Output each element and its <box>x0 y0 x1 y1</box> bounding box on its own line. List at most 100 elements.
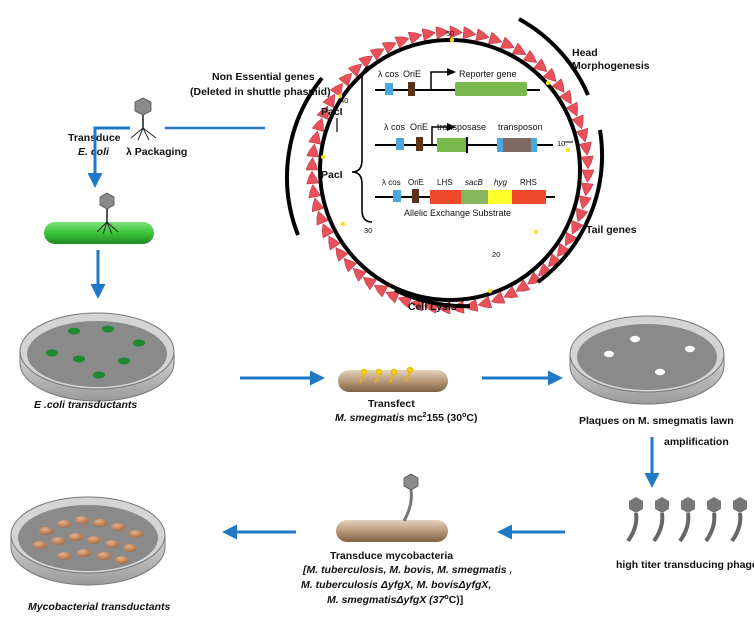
myco-colony <box>115 556 129 564</box>
gene-arrow <box>542 67 557 82</box>
gene-arrow <box>487 31 503 44</box>
gene-arrow <box>347 63 362 78</box>
gene-arrow <box>335 247 349 262</box>
gene-arrow <box>522 49 538 63</box>
gene-arrow <box>565 101 579 117</box>
tail-bracket <box>536 129 604 284</box>
lysis-bracket <box>394 288 471 309</box>
gene-arrow <box>551 78 565 93</box>
arrow-to-ecoli <box>87 126 130 188</box>
gene-arrow <box>311 197 325 213</box>
cassette-allelic-exchange: λ cos OriE LHS sacB hyg RHS Allelic Exch… <box>375 178 555 218</box>
head-label-1: Head <box>572 47 598 59</box>
lambda-phage-icon <box>130 97 157 141</box>
myco-colony <box>57 520 71 528</box>
gene-arrow <box>557 242 571 258</box>
head-label-2: Morphogenesis <box>572 60 650 72</box>
gene-arrow <box>338 72 352 87</box>
myco-colony <box>93 519 107 527</box>
gene-arrow <box>306 143 319 158</box>
cassette-reporter: λ cos OriE Reporter gene <box>375 68 540 96</box>
gene-arrow <box>343 258 358 273</box>
aes-label: Allelic Exchange Substrate <box>404 208 511 218</box>
gene-arrow <box>381 41 397 55</box>
myco-colony <box>129 530 143 538</box>
gene-arrow <box>581 182 594 197</box>
marker-dot <box>565 147 571 153</box>
tail-genes-label: Tail genes <box>586 224 637 236</box>
gene-arrow <box>575 127 589 143</box>
myco-colony <box>123 544 137 552</box>
plaque-plate <box>569 315 725 405</box>
ecoli-transductants-label: E .coli transductants <box>34 399 137 411</box>
transfect-label: Transfect <box>368 398 415 410</box>
ecoli-plate <box>19 312 175 402</box>
rhs-label: RHS <box>520 178 537 187</box>
marker-dot <box>340 221 346 227</box>
plaques-label: Plaques on M. smegmatis lawn <box>579 415 734 427</box>
cassette-transposon: λ cos OriE transposase transposon <box>375 122 553 153</box>
gene-arrow <box>329 82 343 98</box>
amplification-label: amplification <box>664 436 729 448</box>
gene-arrow <box>322 93 335 109</box>
transducing-phage-icon <box>678 497 695 543</box>
transduce-myco-label: Transduce mycobacteria <box>330 550 453 562</box>
gene-arrow <box>571 114 584 130</box>
ecoli-with-phage <box>44 192 154 244</box>
gene-arrow <box>576 207 589 223</box>
gene-arrow <box>579 195 592 210</box>
transducing-phage-icon <box>704 497 721 543</box>
myco-colony <box>105 540 119 548</box>
lambda-packaging-label: λ Packaging <box>126 146 187 158</box>
reporter-gene-label: Reporter gene <box>459 69 517 79</box>
paci-mid-label: PacI <box>321 169 343 181</box>
gene-arrow <box>362 277 378 291</box>
cassette-brace <box>351 65 373 223</box>
gene-arrow <box>490 291 506 304</box>
gene-arrow <box>581 169 595 183</box>
gene-arrow <box>421 28 436 41</box>
gene-arrow <box>369 48 385 61</box>
myco-transductants-label: Mycobacterial transductants <box>28 601 171 613</box>
gene-arrow <box>305 157 319 171</box>
paci-top-label: PacI <box>321 106 343 118</box>
cell-lysis-label: Cell Lysis <box>408 301 457 313</box>
lhs-label: LHS <box>437 178 453 187</box>
gene-arrow <box>435 26 450 40</box>
gene-arrow <box>559 89 572 105</box>
gene-arrow <box>511 42 527 55</box>
tick-20: 20 <box>492 250 500 259</box>
nonessential-label-1: Non Essential genes <box>212 71 315 83</box>
gene-arrow <box>580 155 594 170</box>
myco-colony <box>111 523 125 531</box>
gene-arrow <box>449 25 463 39</box>
marker-dot <box>337 93 343 99</box>
transducing-phage-icon <box>652 497 669 543</box>
myco-colony <box>77 549 91 557</box>
gene-arrow <box>533 58 548 72</box>
gene-arrow <box>321 223 335 239</box>
gene-arrow <box>477 295 493 309</box>
gene-arrow <box>306 170 320 185</box>
sacb-label: sacB <box>465 178 483 187</box>
gene-arrow <box>503 285 519 299</box>
high-titer-label: high titer transducing phage <box>616 559 754 571</box>
transposase-label: transposase <box>437 122 486 132</box>
gene-arrow <box>394 36 410 49</box>
myco-with-phage <box>336 473 448 542</box>
gene-arrow <box>475 28 490 41</box>
aes-lambda-cos: λ cos <box>382 178 401 187</box>
head-bracket <box>518 17 590 96</box>
gene-arrow <box>328 235 341 251</box>
gene-arrow <box>358 55 373 69</box>
nonessential-label-2: (Deleted in shuttle phasmid) <box>190 86 331 98</box>
reporter-orie: OriE <box>403 69 421 79</box>
transposon-label: transposon <box>498 122 543 132</box>
myco-colony <box>69 533 83 541</box>
gene-arrow <box>462 26 477 39</box>
myco-colony <box>97 552 111 560</box>
myco-colony <box>87 536 101 544</box>
gene-arrow <box>373 285 389 298</box>
gene-arrow <box>316 210 329 226</box>
